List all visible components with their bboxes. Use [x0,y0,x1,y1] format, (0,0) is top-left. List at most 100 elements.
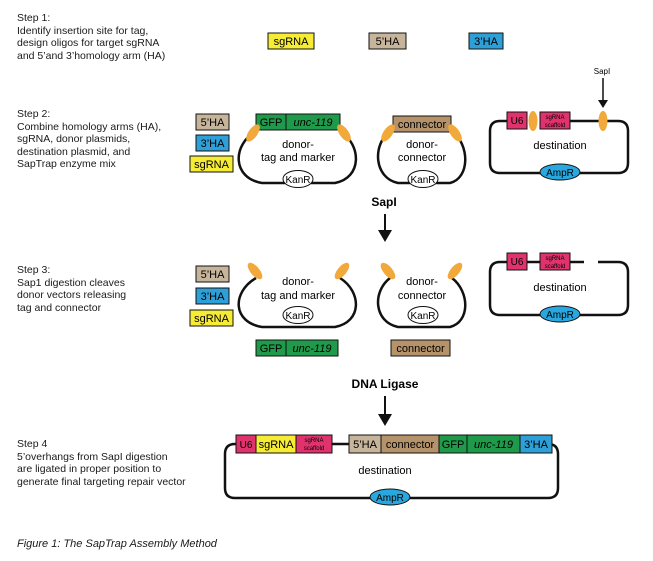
figure-caption: Figure 1: The SapTrap Assembly Method [17,538,217,550]
donor-connector-plasmid: connector donor- connector KanR [376,115,467,188]
u6-label: U6 [511,116,524,127]
arrow-head [378,414,392,426]
ha3-label: 3’HA [474,36,499,48]
unc119-label: unc-119 [293,343,332,355]
connector-label: connector [398,119,447,131]
kanr-marker [407,170,439,188]
ha5-label: 5’HA [201,269,226,281]
sgrna-scaffold-label-1: sgRNA [304,438,323,444]
unc119-label: unc-119 [294,117,333,129]
unc119-block [285,339,339,357]
u6-label: U6 [511,257,524,268]
ha3-label: 3’HA [201,291,226,303]
sgrna-scaffold-label-2: scaffold [545,123,566,129]
unc119-label: unc-119 [474,439,513,451]
donor-tag-label-1: donor- [282,139,314,151]
ha5-label: 5’HA [353,439,378,451]
sap-site [380,262,396,280]
ampr-label: AmpR [376,493,404,504]
sgrna-block [189,309,234,327]
sgrna-scaffold-block [539,111,571,130]
kanr-marker [282,170,314,188]
sapi-site-label: SapI [594,67,610,76]
ha5-block [195,265,230,283]
ampr-marker [539,305,581,323]
unc119-block [285,113,341,131]
donor-connector-label-1: donor- [406,139,438,151]
sapi-arrow-label: SapI [371,195,396,209]
dna-ligase-label: DNA Ligase [352,377,419,391]
sgrna-label: sgRNA [274,36,310,48]
sgrna-scaffold-label-1: sgRNA [545,256,564,262]
opened-donor-tag-plasmid: donor- tag and marker KanR [237,262,358,329]
donor-tag-plasmid: GFP unc-119 donor- tag and marker KanR [237,113,358,188]
kanr-label: KanR [285,311,310,322]
sgrna-scaffold-block [295,434,333,454]
sap-site [381,124,395,142]
sap-site [598,111,608,131]
ha3-block [195,287,230,305]
destination-label: destination [533,140,586,152]
sapi-site-pointer-head [598,100,608,108]
sap-site [334,262,350,280]
step-1-parts: sgRNA 5’HA 3’HA [267,32,504,50]
sgrna-label: sgRNA [194,313,230,325]
sapi-arrow: SapI [371,195,397,242]
opened-donor-connector-plasmid: donor- connector KanR [376,262,467,329]
step-1-text: Step 1: Identify insertion site for tag,… [17,12,166,62]
donor-connector-label-2: connector [398,290,447,302]
step-2-parts: 5’HA 3’HA sgRNA GFP unc-119 donor- tag a… [189,67,630,188]
donor-tag-label-1: donor- [282,276,314,288]
plasmid-backbone [376,277,467,329]
gfp-label: GFP [260,117,283,129]
connector-block [390,339,451,357]
sgrna-block [189,155,234,173]
plasmid-backbone [237,276,358,329]
ampr-label: AmpR [546,310,574,321]
sgrna-scaffold-label-1: sgRNA [545,115,564,121]
sgrna-label: sgRNA [259,439,295,451]
ha3-label: 3’HA [524,439,549,451]
connector-label: connector [396,343,445,355]
step-2-text: Step 2: Combine homology arms (HA), sgRN… [17,108,162,171]
step-3-text: Step 3: Sap1 digestion cleaves donor vec… [17,264,127,314]
kanr-label: KanR [285,175,310,186]
step-3-parts: 5’HA 3’HA sgRNA donor- tag and marker Ka… [189,252,630,357]
sap-site [247,262,263,280]
sap-site [448,124,462,142]
ha3-label: 3’HA [201,138,226,150]
destination-label: destination [358,465,411,477]
sap-site [337,124,351,142]
gfp-label: GFP [442,439,465,451]
ha5-label: 5’HA [376,36,401,48]
ha5-block [195,113,230,131]
ha5-label: 5’HA [201,117,226,129]
sap-site [447,262,463,280]
ha3-block [195,134,230,152]
opened-destination-plasmid: U6 sgRNA scaffold destination AmpR [488,252,630,323]
gfp-label: GFP [260,343,283,355]
ampr-marker [369,488,411,506]
ha5-block [368,32,407,50]
sgrna-label: sgRNA [194,159,230,171]
step-4-text: Step 4 5’overhangs from SapI digestion a… [17,438,186,488]
connector-block [392,115,452,133]
ampr-label: AmpR [546,168,574,179]
u6-block [506,111,528,130]
sgrna-scaffold-label-2: scaffold [304,446,325,452]
destination-plasmid: U6 sgRNA scaffold SapI destination AmpR [488,67,630,181]
ampr-marker [539,163,581,181]
kanr-label: KanR [410,175,435,186]
u6-label: U6 [240,440,253,451]
kanr-label: KanR [410,311,435,322]
ha3-block [519,434,553,454]
sgrna-block [267,32,315,50]
donor-tag-label-2: tag and marker [261,290,335,302]
sgrna-scaffold-block [539,252,571,271]
connector-label: connector [386,439,435,451]
arrow-head [378,230,392,242]
donor-connector-label-2: connector [398,152,447,164]
sgrna-scaffold-label-2: scaffold [545,264,566,270]
dna-ligase-arrow: DNA Ligase [352,377,419,426]
